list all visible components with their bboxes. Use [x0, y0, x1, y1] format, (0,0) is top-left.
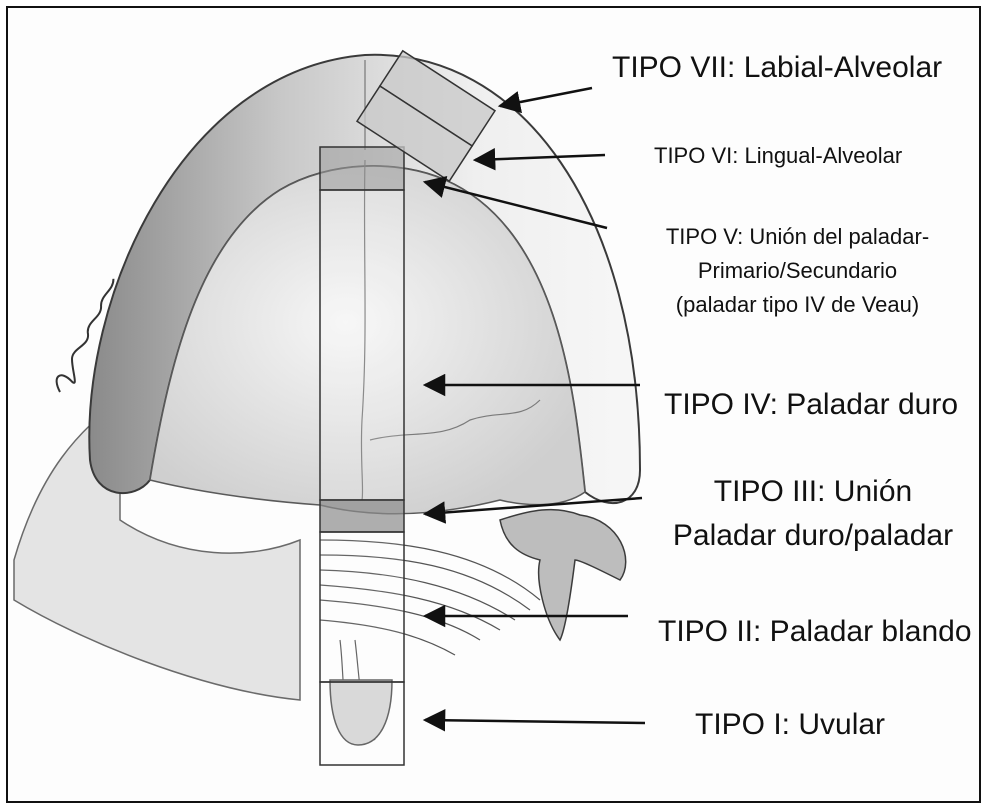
- arrow-tipo-vii: [500, 88, 592, 106]
- label-tipo-i: TIPO I: Uvular: [695, 707, 885, 743]
- arrow-tipo-i: [425, 720, 645, 723]
- zone-tipo-v: [320, 147, 404, 190]
- label-tipo-iv: TIPO IV: Paladar duro: [664, 387, 958, 423]
- label-tipo-v-line2: Primario/Secundario: [640, 254, 955, 288]
- classification-column: [320, 147, 404, 765]
- label-tipo-iii: TIPO III: Unión Paladar duro/paladar: [668, 470, 958, 557]
- label-tipo-iii-line1: TIPO III: Unión: [668, 470, 958, 514]
- label-tipo-vii: TIPO VII: Labial-Alveolar: [612, 50, 942, 86]
- zone-tipo-iv: [320, 190, 404, 500]
- hamulus-region: [500, 510, 626, 640]
- zone-tipo-iii: [320, 500, 404, 532]
- zone-tipo-ii: [320, 532, 404, 682]
- label-tipo-v-line3: (paladar tipo IV de Veau): [640, 288, 955, 322]
- label-tipo-v: TIPO V: Unión del paladar- Primario/Secu…: [640, 220, 955, 322]
- label-tipo-ii: TIPO II: Paladar blando: [658, 614, 972, 650]
- label-tipo-iii-line2: Paladar duro/paladar: [668, 514, 958, 558]
- label-tipo-vi: TIPO VI: Lingual-Alveolar: [654, 143, 902, 169]
- zone-tipo-i: [320, 682, 404, 765]
- label-tipo-v-line1: TIPO V: Unión del paladar-: [640, 220, 955, 254]
